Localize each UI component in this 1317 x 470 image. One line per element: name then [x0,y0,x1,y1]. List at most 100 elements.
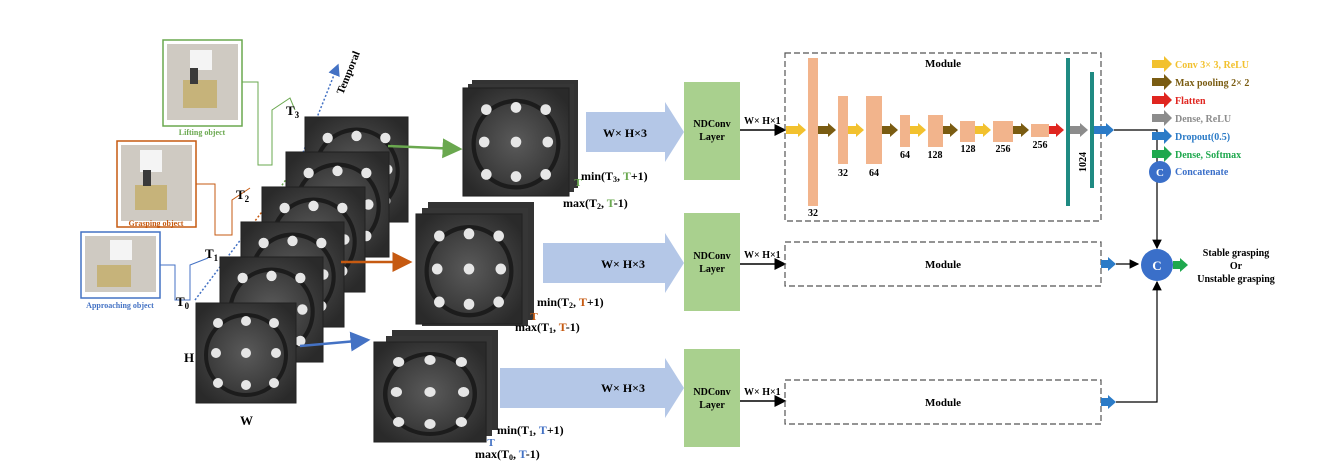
legend-dense-softmax: Dense, Softmax [1152,146,1241,162]
selected-stack-bot [374,330,498,442]
approaching-caption: Approaching object [86,301,154,310]
output-label: Stable grasping Or Unstable grasping [1197,248,1275,285]
window-labels-top: T min(T3, T+1) max(T2, T-1) [563,169,648,211]
svg-text:256: 256 [1033,140,1048,151]
layer-block-1 [808,58,818,206]
w-label: W [240,413,253,428]
t3-label: T3 [286,103,300,120]
svg-text:W× H×1: W× H×1 [744,250,781,261]
stage-braces [160,81,296,301]
svg-text:128: 128 [961,144,976,155]
t0-label: T0 [176,294,190,311]
legend-conv: Conv 3× 3, ReLU [1152,56,1249,72]
legend-flatten: Flatten [1152,92,1206,108]
selected-stack-mid [416,202,534,326]
photo-lifting: Lifting object [162,39,243,137]
h-label: H [184,350,194,365]
svg-text:32: 32 [808,208,818,219]
module-collapsed-bot: Module [784,379,1116,425]
module-collapsed-mid: Module [784,241,1116,287]
svg-text:64: 64 [869,168,879,179]
concat-connections [1114,129,1162,403]
svg-text:W× H×3: W× H×3 [603,126,647,140]
svg-text:Conv 3× 3, ReLU: Conv 3× 3, ReLU [1175,60,1249,71]
softmax-arrow [1173,258,1188,272]
legend-maxpool: Max pooling 2× 2 [1152,74,1249,90]
svg-text:Dropout(0.5): Dropout(0.5) [1175,132,1230,143]
svg-text:T: T [530,311,538,323]
svg-text:max(T1, T-1): max(T1, T-1) [515,320,580,335]
layer-block-4 [900,115,910,147]
t1-label: T1 [205,246,219,263]
svg-text:Unstable grasping: Unstable grasping [1197,274,1275,285]
ndconv-layer-bot: NDConv Layer [684,349,740,447]
arrow-blue [299,331,371,352]
ndconv-layer-mid: NDConv Layer [684,213,740,311]
dense-bar-1 [1066,58,1070,206]
layer-block-5 [928,115,943,147]
svg-text:128: 128 [928,150,943,161]
svg-text:Dense, Softmax: Dense, Softmax [1175,150,1241,161]
svg-text:NDConv: NDConv [693,119,730,130]
svg-text:max(T0, T-1): max(T0, T-1) [475,447,540,462]
svg-text:W× H×3: W× H×3 [601,257,645,271]
svg-text:W× H×3: W× H×3 [601,381,645,395]
svg-text:W× H×1: W× H×1 [744,387,781,398]
svg-text:NDConv: NDConv [693,387,730,398]
window-labels-mid: T min(T2, T+1) max(T1, T-1) [515,295,604,335]
svg-text:T: T [487,437,495,449]
svg-text:Flatten: Flatten [1175,96,1206,107]
svg-text:Layer: Layer [699,400,725,411]
svg-text:Max pooling 2× 2: Max pooling 2× 2 [1175,78,1249,89]
layer-block-3 [866,96,882,164]
layer-block-2 [838,96,848,164]
layer-block-8 [1031,124,1049,137]
svg-text:Dense, ReLU: Dense, ReLU [1175,114,1231,125]
selected-stack-top [463,80,578,196]
layer-block-6 [960,121,975,142]
concat-node: C [1141,249,1173,281]
svg-text:Layer: Layer [699,132,725,143]
grasping-caption: Grasping object [129,219,184,228]
svg-text:Layer: Layer [699,264,725,275]
layer-block-7 [993,121,1013,142]
dense-bar-2 [1090,72,1094,188]
input-shape-arrow-mid: W× H×3 [543,233,684,293]
svg-text:min(T1, T+1): min(T1, T+1) [497,423,564,438]
svg-text:C: C [1156,167,1164,179]
legend-dense-relu: Dense, ReLU [1152,110,1231,126]
svg-text:Or: Or [1230,261,1243,272]
lifting-caption: Lifting object [179,128,226,137]
svg-text:1024: 1024 [1078,152,1089,172]
legend-dropout: Dropout(0.5) [1152,128,1230,144]
t2-label: T2 [236,187,250,204]
svg-text:T: T [574,177,582,189]
tactile-frame-stack [194,117,408,405]
svg-text:256: 256 [996,144,1011,155]
legend: Conv 3× 3, ReLU Max pooling 2× 2 Flatten… [1149,56,1249,183]
svg-text:C: C [1152,258,1161,273]
arrow-green [387,138,463,159]
legend-concatenate: C Concatenate [1149,161,1229,183]
temporal-label: Temporal [335,49,363,96]
svg-text:64: 64 [900,150,910,161]
module-title: Module [925,58,961,70]
svg-text:min(T2, T+1): min(T2, T+1) [537,295,604,310]
svg-text:Stable grasping: Stable grasping [1203,248,1269,259]
svg-text:Concatenate: Concatenate [1175,167,1229,178]
input-shape-arrow-bot: W× H×3 [500,358,684,418]
svg-text:W× H×1: W× H×1 [744,116,781,127]
svg-text:min(T3, T+1): min(T3, T+1) [581,169,648,184]
window-labels-bot: T min(T1, T+1) max(T0, T-1) [475,423,564,462]
svg-text:NDConv: NDConv [693,251,730,262]
svg-text:max(T2, T-1): max(T2, T-1) [563,196,628,211]
svg-text:Module: Module [925,259,961,271]
module-expanded: Module 32 32 64 64 128 128 256 256 1024 [784,52,1114,222]
photo-grasping: Grasping object [116,140,197,228]
input-shape-arrow-top: W× H×3 [586,102,684,162]
ndconv-output-arrows: W× H×1 W× H×1 W× H×1 [740,116,787,407]
ndconv-layer-top: NDConv Layer [684,82,740,180]
photo-approaching: Approaching object [80,231,161,310]
